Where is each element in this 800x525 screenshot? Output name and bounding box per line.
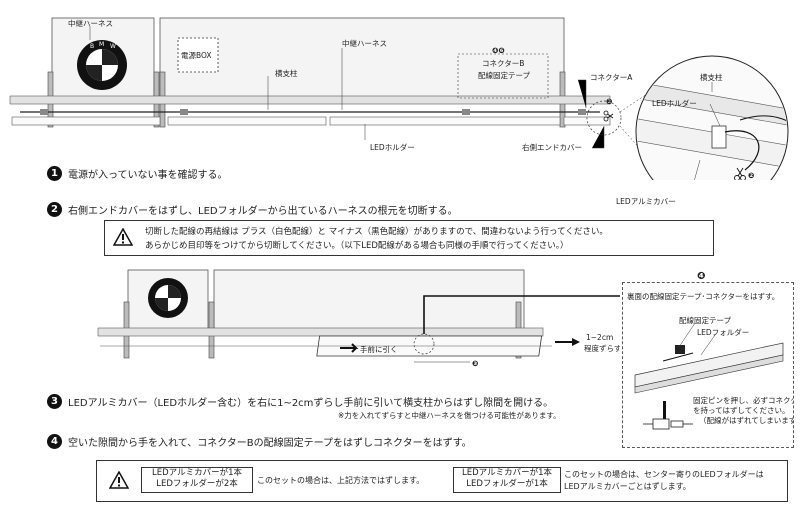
label-yokoshichu: 横支柱 <box>275 68 298 78</box>
step-number: 2 <box>47 202 62 217</box>
connector <box>462 109 470 115</box>
label-shift: 1~2cm <box>586 333 613 342</box>
svg-text:B: B <box>90 43 94 50</box>
label-chukei-harness-left: 中継ハーネス <box>68 18 113 28</box>
connector-pin <box>663 401 666 419</box>
case-b-desc-2: LEDアルミカバーごとはずします。 <box>564 482 691 491</box>
label-marker-2: ❷ <box>606 97 612 106</box>
detail-note-3: （配線がはずれてしまいます。） <box>699 415 793 425</box>
step-number: 3 <box>47 394 62 409</box>
warning-box-1: 切断した配線の再結線は プラス（白色配線）と マイナス（黒色配線）がありますので… <box>104 220 714 256</box>
scissors-icon <box>734 167 746 180</box>
led-rail <box>167 116 327 126</box>
step-text: LEDアルミカバー（LEDホルダー含む）を右に1~2cmずらし手前に引いて横支柱… <box>68 398 554 409</box>
warning-line-2: あらかじめ目印等をつけてから切断してください。（以下LED配線がある場合も同様の… <box>145 241 569 251</box>
label-power-box: 電源BOX <box>181 51 212 60</box>
detail-note-1: 固定ピンを押し、必ずコネクター <box>693 395 793 405</box>
led-rail <box>563 116 611 126</box>
step-4: 4 空いた隙間から手を入れて、コネクターBの配線固定テープをはずしコネクターをは… <box>47 434 472 449</box>
step-3-note: ※力を入れてずらすと中継ハーネスを傷つける可能性があります。 <box>338 411 561 420</box>
zoom-label-yokoshichu: 横支柱 <box>700 72 723 82</box>
bmw-logo <box>148 278 188 318</box>
zoom-label-led-holder: LEDホルダー <box>652 98 697 108</box>
detail-panel: ❹ 裏面の配線固定テープ･コネクターをはずす。 配線固定テープ LEDフォルダー… <box>622 271 794 448</box>
connector <box>180 109 188 115</box>
mid-diagram: 手前に引く 1~2cm 程度ずらす ❸ <box>97 269 620 368</box>
center-sign-panel <box>213 269 525 333</box>
connector <box>40 109 48 115</box>
step-1: 1 電源が入っていない事を確認する。 <box>47 166 228 181</box>
detail-tape-label: 配線固定テープ <box>679 315 732 325</box>
case-a-line-1: LEDアルミカバーが1本 <box>152 468 242 478</box>
detail-holder-label: LEDフォルダー <box>697 327 749 337</box>
warning-icon <box>113 228 133 246</box>
power-box <box>177 37 219 73</box>
label-connector-a: コネクターA <box>590 73 633 82</box>
horizontal-beam <box>9 95 611 105</box>
detail-note-2: を持ってはずしてください。 <box>693 405 790 415</box>
leader-line <box>423 295 620 334</box>
case-b-line-1: LEDアルミカバーが1本 <box>462 468 552 478</box>
zoom-indicator <box>413 333 435 355</box>
step-2: 2 右側エンドカバーをはずし、LEDフォルダーから出ているハーネスの根元を切断す… <box>47 202 458 217</box>
led-rail <box>329 116 561 126</box>
step-text: 空いた隙間から手を入れて、コネクターBの配線固定テープをはずしコネクターをはずす… <box>68 438 472 449</box>
label-pull-forward: 手前に引く <box>360 344 398 354</box>
case-b-box: LEDアルミカバーが1本 LEDフォルダーが1本 <box>453 467 561 493</box>
horizontal-beam <box>97 327 544 337</box>
scissors-icon <box>603 110 614 122</box>
connector <box>652 418 670 430</box>
detail-illustration: 配線固定テープ LEDフォルダー 固定ピンを押し、必ずコネクター を持ってはずし… <box>634 315 793 430</box>
led-rail <box>11 116 161 126</box>
connector <box>578 109 586 115</box>
step-number: 4 <box>47 434 62 449</box>
step-number: 1 <box>47 166 62 181</box>
case-b-desc-1: このセットの場合は、センター寄りのLEDフォルダーは <box>564 470 764 479</box>
step-text: 電源が入っていない事を確認する。 <box>68 170 228 181</box>
zoom-label-marker-2: ❷ <box>748 171 754 180</box>
label-right-end-cover: 右側エンドカバー <box>522 142 582 152</box>
svg-text:W: W <box>110 43 116 50</box>
zoom-indicator <box>586 100 622 136</box>
svg-text:M: M <box>99 41 104 48</box>
label-wiring-tape: 配線固定テープ <box>478 70 531 80</box>
label-shift-2: 程度ずらす <box>584 343 620 353</box>
top-diagram: B M W 中継ハーネス 電源BOX 中継ハーネス 横支柱 ❹❻ <box>9 17 789 180</box>
warning-line-1: 切断した配線の再結線は プラス（白色配線）と マイナス（黒色配線）がありますので… <box>145 227 608 237</box>
connector-b-box <box>457 53 549 99</box>
zoom-label-led-alumi-cover: LEDアルミカバー <box>616 197 676 206</box>
label-marker-3: ❸ <box>472 359 478 368</box>
label-connector-b: コネクターB <box>482 59 524 68</box>
case-b-line-2: LEDフォルダーが1本 <box>466 479 548 489</box>
case-a-line-2: LEDフォルダーが2本 <box>156 479 238 489</box>
label-led-holder: LEDホルダー <box>370 142 415 152</box>
pull-arrow <box>340 343 359 353</box>
label-marker-46: ❹❻ <box>492 46 505 55</box>
detail-title: 裏面の配線固定テープ･コネクターをはずす。 <box>627 292 780 301</box>
connector <box>675 345 685 354</box>
step-text: 右側エンドカバーをはずし、LEDフォルダーから出ているハーネスの根元を切断する。 <box>68 206 458 217</box>
bmw-logo: B M W <box>77 40 127 90</box>
case-a-desc: このセットの場合は、上記方法ではずします。 <box>257 476 425 485</box>
connector <box>670 420 684 428</box>
detail-marker: ❹ <box>695 271 708 282</box>
label-chukei-harness-center: 中継ハーネス <box>342 38 387 48</box>
case-a-box: LEDアルミカバーが1本 LEDフォルダーが2本 <box>141 467 253 493</box>
step-3: 3 LEDアルミカバー（LEDホルダー含む）を右に1~2cmずらし手前に引いて横… <box>47 394 553 409</box>
warning-icon <box>109 471 129 489</box>
warning-box-2: LEDアルミカバーが1本 LEDフォルダーが2本 このセットの場合は、上記方法で… <box>96 460 788 502</box>
center-sign-panel <box>159 17 565 99</box>
